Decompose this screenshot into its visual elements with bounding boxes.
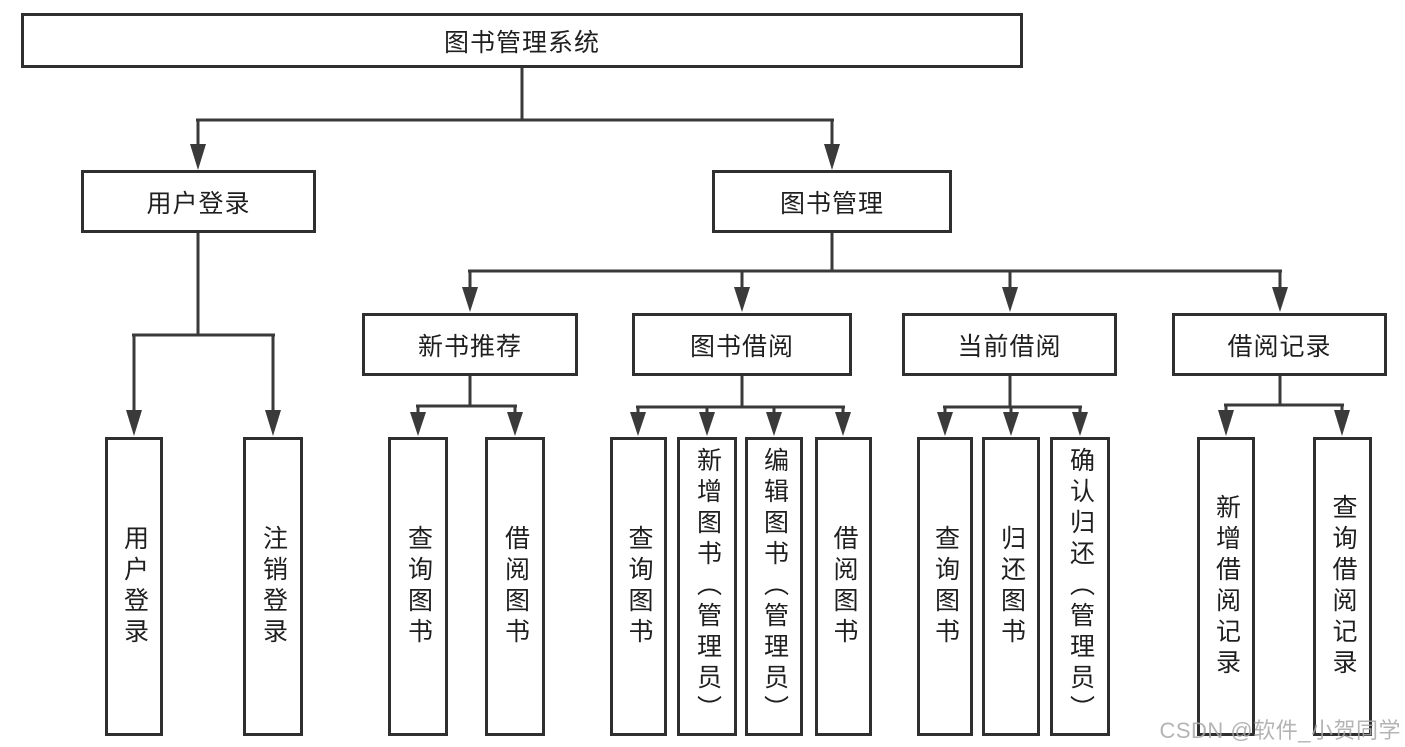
- arrow-down-head: [190, 144, 206, 170]
- node-label: 注销登录: [259, 524, 288, 649]
- node-label: 新增图书（管理员）: [693, 447, 722, 726]
- node-label: 编辑图书（管理员）: [760, 447, 789, 726]
- arrow-down-head: [410, 412, 426, 436]
- node-label: 用户登录: [120, 524, 149, 649]
- node-new-book-recommend: 新书推荐: [362, 313, 578, 376]
- leaf-add-borrow-record: 新增借阅记录: [1197, 437, 1255, 736]
- watermark: CSDN @软件_小贺同学: [1159, 718, 1401, 743]
- arrow-down-head: [1002, 287, 1018, 312]
- arrow-down-head: [1218, 410, 1234, 436]
- branch-new-book: [410, 376, 523, 436]
- branch-borrow-records: [1218, 376, 1350, 436]
- leaf-user-login: 用户登录: [105, 437, 163, 736]
- arrow-down-head: [734, 287, 750, 312]
- leaf-borrow-books: 借阅图书: [485, 437, 545, 736]
- node-label: 图书管理: [779, 189, 884, 218]
- arrow-down-head: [265, 410, 281, 436]
- leaf-logout: 注销登录: [243, 437, 303, 736]
- node-label: 新增借阅记录: [1212, 493, 1241, 680]
- node-label: 借阅记录: [1227, 332, 1332, 361]
- leaf-borrow-books-2: 借阅图书: [815, 437, 872, 736]
- node-label: 当前借阅: [957, 332, 1062, 361]
- node-label: 图书借阅: [689, 332, 794, 361]
- arrow-down-head: [1003, 412, 1019, 436]
- arrow-down-head: [507, 412, 523, 436]
- arrow-down-head: [835, 412, 851, 436]
- leaf-query-books-3: 查询图书: [917, 437, 973, 736]
- node-label: 查询图书: [625, 524, 653, 649]
- node-root: 图书管理系统: [21, 13, 1023, 68]
- node-label: 借阅图书: [501, 524, 530, 649]
- node-label: 用户登录: [146, 189, 251, 218]
- arrow-down-head: [766, 412, 782, 436]
- arrow-down-head: [462, 287, 478, 312]
- leaf-edit-book-admin: 编辑图书（管理员）: [745, 437, 803, 736]
- leaf-query-borrow-record: 查询借阅记录: [1313, 437, 1372, 736]
- node-borrow-records: 借阅记录: [1172, 313, 1387, 376]
- node-label: 归还图书: [997, 524, 1026, 649]
- branch-book-mgmt: [462, 233, 1288, 312]
- node-user-login: 用户登录: [81, 170, 316, 233]
- node-label: 图书管理系统: [443, 28, 600, 57]
- node-label: 查询图书: [931, 524, 960, 649]
- leaf-query-books: 查询图书: [388, 437, 448, 736]
- arrow-down-head: [1272, 287, 1288, 312]
- leaf-query-books-2: 查询图书: [610, 437, 667, 736]
- arrow-down-head: [699, 412, 715, 436]
- arrow-down-head: [824, 144, 840, 170]
- node-book-borrow: 图书借阅: [632, 313, 852, 376]
- arrow-down-head: [1072, 412, 1088, 436]
- branch-book-borrow: [630, 376, 851, 436]
- node-label: 查询图书: [404, 524, 433, 649]
- node-label: 借阅图书: [830, 524, 858, 649]
- leaf-add-book-admin: 新增图书（管理员）: [677, 437, 737, 736]
- node-label: 新书推荐: [417, 332, 522, 361]
- branch-user-login: [126, 233, 281, 436]
- arrow-down-head: [1334, 410, 1350, 436]
- arrow-down-head: [937, 412, 953, 436]
- branch-root: [190, 68, 840, 170]
- node-label: 查询借阅记录: [1329, 493, 1357, 680]
- arrow-down-head: [126, 410, 142, 436]
- arrow-down-head: [630, 412, 646, 436]
- node-book-management: 图书管理: [712, 170, 952, 233]
- node-current-borrow: 当前借阅: [902, 313, 1117, 376]
- node-label: 确认归还（管理员）: [1066, 447, 1095, 726]
- leaf-confirm-return-admin: 确认归还（管理员）: [1050, 437, 1110, 736]
- leaf-return-books: 归还图书: [982, 437, 1040, 736]
- branch-current-borrow: [937, 376, 1088, 436]
